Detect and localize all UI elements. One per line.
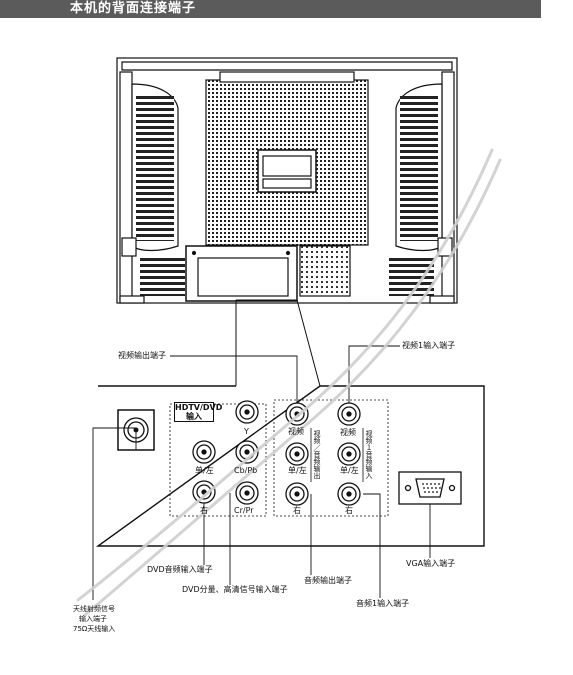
- jack-audio-out-left: [285, 442, 309, 466]
- label-dvd-component-in: DVD分量、高清信号输入端子: [182, 585, 288, 594]
- label-video-b: 视频: [340, 428, 356, 437]
- jack-y: [235, 400, 259, 424]
- header-bar: [0, 0, 541, 18]
- jack-dvd-left: [192, 440, 216, 464]
- tv-back-housing: [116, 57, 458, 304]
- jack-audio1-in-left: [337, 442, 361, 466]
- label-cr-pr: Cr/Pr: [234, 506, 254, 515]
- label-video1-in-terminal: 视频1输入端子: [402, 341, 456, 350]
- jack-audio1-in-right: [337, 482, 361, 506]
- label-mono-left-1: 单/左: [195, 466, 214, 475]
- hdtv-dvd-input-box: HDTV/DVD 输入: [174, 402, 223, 422]
- callout-lines: [92, 345, 431, 600]
- label-y: Y: [244, 427, 249, 436]
- hdtv-dvd-line1: HDTV/DVD: [175, 403, 223, 412]
- jack-cr-pr: [235, 481, 259, 505]
- label-vert-video-audio-in: 视频１音频输入: [365, 430, 373, 479]
- label-right-2: 右: [293, 506, 301, 515]
- hdtv-dvd-line2: 输入: [186, 412, 202, 421]
- label-audio-out-terminal: 音频输出端子: [304, 576, 352, 585]
- label-vert-video-audio-out: 视频／音频输出: [313, 430, 321, 479]
- label-video-a: 视频: [288, 427, 304, 436]
- jack-video1-in: [337, 402, 361, 426]
- jack-audio-out-right: [285, 482, 309, 506]
- label-right-1: 右: [200, 506, 208, 515]
- projection-lines: [235, 299, 321, 387]
- label-antenna-block: 天线射频信号 输入端子 75Ω天线输入: [73, 604, 115, 634]
- label-antenna-line2: 输入端子: [79, 615, 107, 623]
- label-audio1-in-terminal: 音频1输入端子: [356, 599, 410, 608]
- label-dvd-audio-in: DVD音频输入端子: [147, 565, 213, 574]
- label-mono-left-2: 单/左: [288, 466, 307, 475]
- label-video-out-terminal: 视频输出端子: [118, 351, 166, 360]
- vga-connector: [398, 471, 462, 505]
- page-title: 本机的背面连接端子: [70, 1, 197, 16]
- label-antenna-line1: 天线射频信号: [73, 605, 115, 613]
- watermark: [76, 148, 502, 617]
- jack-dvd-right: [192, 480, 216, 504]
- label-mono-left-3: 单/左: [340, 466, 359, 475]
- rca-jacks: [192, 400, 361, 506]
- label-right-3: 右: [345, 506, 353, 515]
- label-cb-pb: Cb/Pb: [234, 466, 258, 475]
- label-antenna-line3: 75Ω天线输入: [73, 625, 116, 633]
- label-vga-terminal: VGA输入端子: [406, 559, 456, 568]
